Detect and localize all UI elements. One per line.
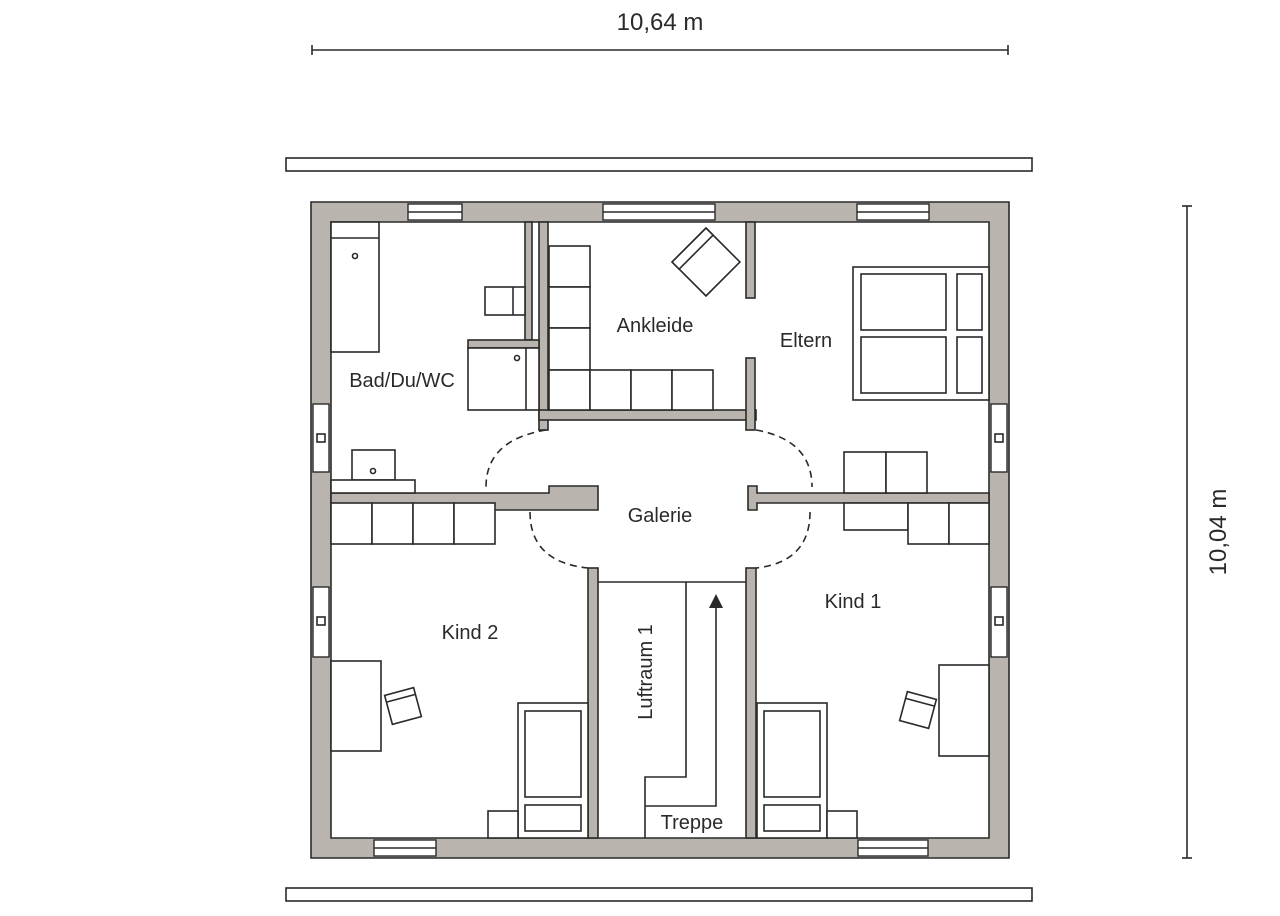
height-dimension: 10,04 m [1182, 205, 1232, 859]
width-dimension-label: 10,64 m [617, 9, 704, 36]
interior-walls [330, 221, 990, 839]
windows-top [407, 203, 930, 221]
width-dimension: 10,64 m [311, 9, 1009, 55]
windows-right [990, 403, 1008, 658]
room-label-kind1: Kind 1 [825, 591, 882, 613]
room-label-treppe: Treppe [661, 812, 724, 834]
eave-bar-bottom [285, 887, 1033, 902]
toilet [484, 286, 526, 316]
room-label-luftraum: Luftraum 1 [635, 624, 657, 720]
armchair [670, 226, 742, 298]
eave-bar-top [285, 157, 1033, 172]
windows-left [312, 403, 330, 658]
room-label-kind2: Kind 2 [442, 622, 499, 644]
stair-arrow-icon [709, 594, 723, 608]
desk [938, 664, 990, 757]
room-label-bad: Bad/Du/WC [349, 370, 455, 392]
shower [467, 347, 540, 411]
bathroom-fixtures [330, 221, 540, 494]
ankleide-wardrobes [548, 245, 714, 411]
desk [330, 660, 382, 752]
sink [351, 449, 396, 481]
room-label-galerie: Galerie [628, 505, 692, 527]
outer-walls [310, 201, 1010, 859]
stair-void [598, 581, 746, 838]
double-bed [852, 266, 990, 401]
kind2-furniture [330, 502, 589, 839]
height-dimension-label: 10,04 m [1205, 489, 1232, 576]
windows-bottom [373, 839, 929, 857]
kind1-furniture [756, 502, 990, 839]
room-label-eltern: Eltern [780, 330, 832, 352]
galerie-outline [485, 429, 813, 569]
eltern-wardrobe [843, 451, 928, 494]
room-label-ankleide: Ankleide [617, 315, 694, 337]
bathtub [330, 221, 380, 353]
